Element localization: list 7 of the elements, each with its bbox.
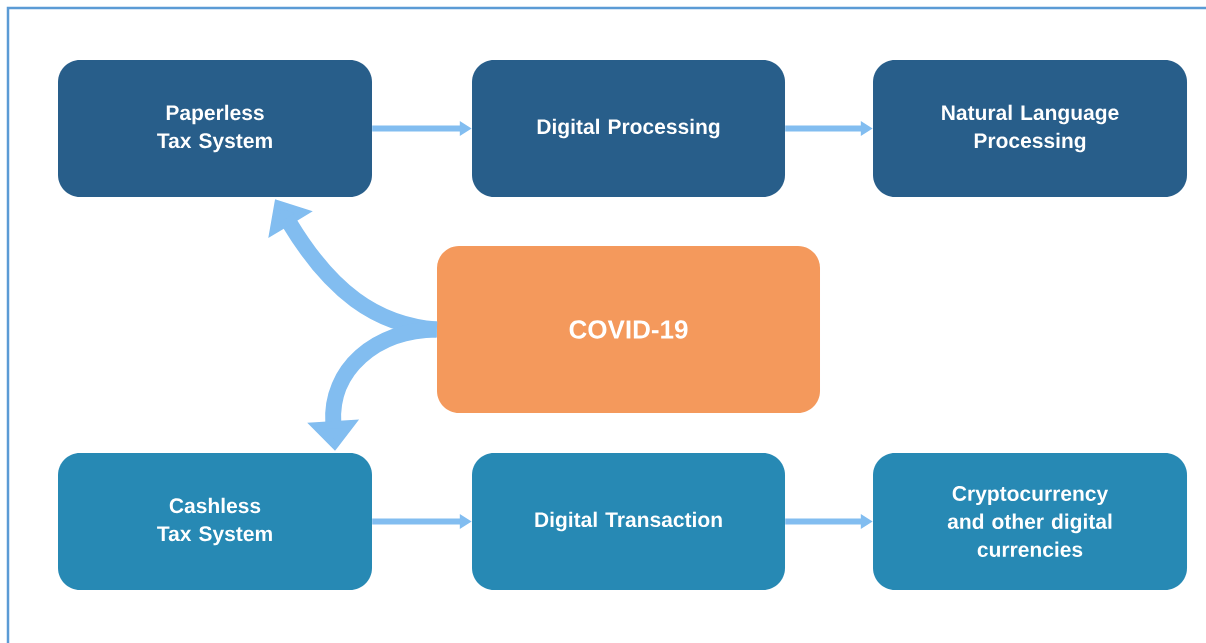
process-box: Cashless Tax System [58, 453, 372, 590]
process-box: Natural Language Processing [873, 60, 1187, 197]
process-box: Digital Processing [472, 60, 785, 197]
process-box: Paperless Tax System [58, 60, 372, 197]
process-box: COVID-19 [437, 246, 820, 413]
process-box: Cryptocurrency and other digital currencies [873, 453, 1187, 590]
process-box: Digital Transaction [472, 453, 785, 590]
